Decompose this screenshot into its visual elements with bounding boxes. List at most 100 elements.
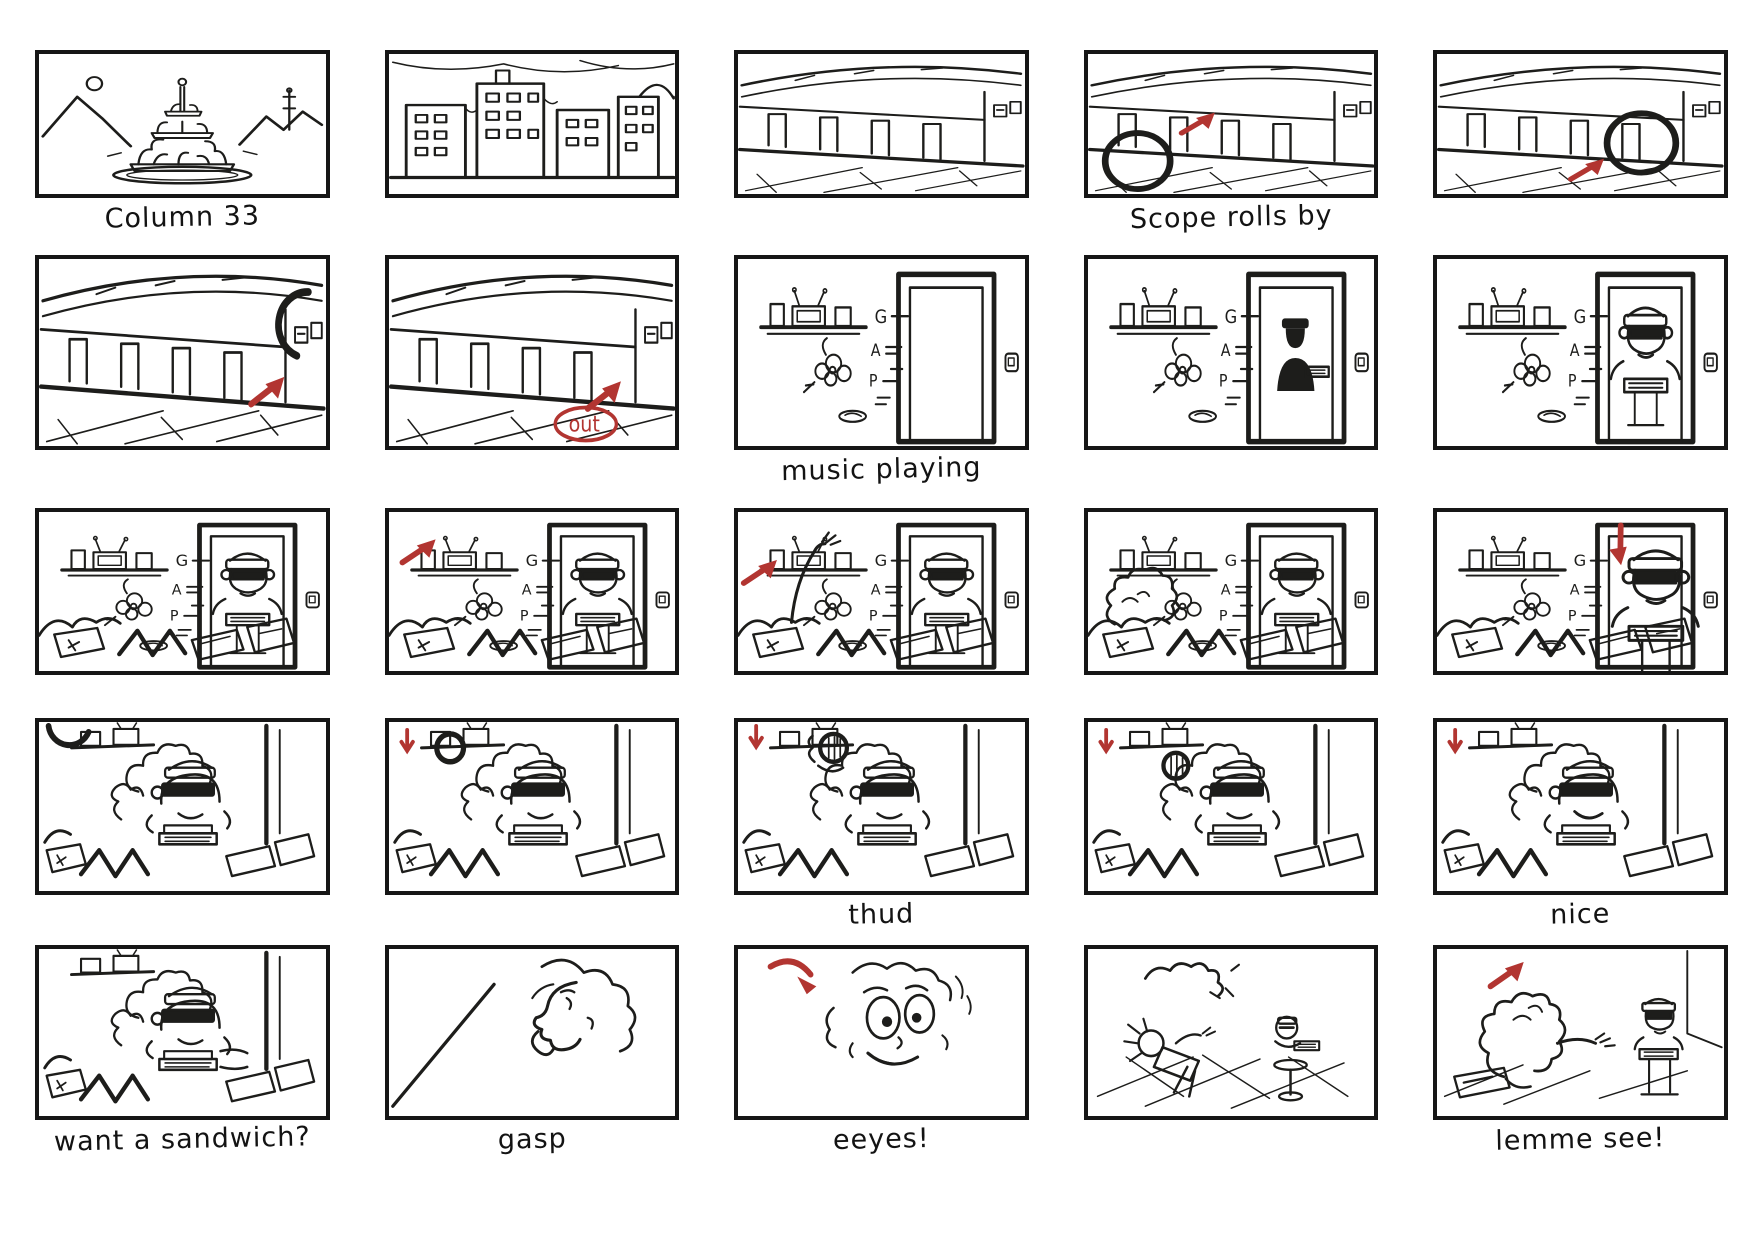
storyboard-panel-10 — [1433, 255, 1728, 450]
storyboard-panel-16 — [35, 718, 330, 895]
storyboard-panel-6 — [35, 255, 330, 450]
panel-caption: Column 33 — [104, 200, 261, 235]
panel-sketch-looks-at-object — [1088, 722, 1375, 891]
panel-sketch-character-at-door — [1437, 259, 1724, 446]
red-arrow-annotation — [1571, 159, 1603, 179]
storyboard-row-1: Column 33 — [35, 50, 1728, 235]
panel-sketch-closeup-object-falls — [389, 722, 676, 891]
panel-sketch-gasp-profile — [390, 958, 636, 1108]
red-curved-arrow-annotation — [767, 958, 817, 995]
magazine — [1453, 1066, 1512, 1099]
storyboard-panel-14 — [1083, 508, 1379, 675]
panel-caption: music playing — [781, 451, 982, 488]
panel-caption: want a sandwich? — [53, 1121, 311, 1158]
storyboard-row-2: out music playing — [35, 255, 1728, 487]
red-arrow-annotation — [251, 378, 283, 404]
scope-circle — [1604, 110, 1680, 176]
panel-caption — [389, 896, 676, 902]
panel-sketch-room-arrow-shelf — [389, 512, 676, 671]
red-arrow-annotation — [1491, 963, 1523, 987]
tile-floor — [1096, 1054, 1349, 1109]
round-object-partial — [45, 722, 92, 749]
storyboard-panel-13 — [734, 508, 1029, 675]
red-down-arrow-annotation — [1098, 727, 1114, 753]
panel-caption — [1088, 896, 1375, 902]
panel-sketch-lemme-see — [1444, 949, 1724, 1105]
panel-sketch-arm-reaches — [738, 512, 1025, 671]
panel-caption — [39, 451, 326, 457]
panel-caption: eeyes! — [832, 1122, 931, 1157]
panel-caption — [39, 896, 326, 902]
excited-face — [825, 961, 972, 1066]
panel-caption: thud — [848, 898, 915, 931]
panel-caption — [738, 199, 1025, 205]
panel-sketch-closeup-object-above — [39, 722, 326, 891]
storyboard-panel-4: Scope rolls by — [1083, 50, 1379, 235]
storyboard-panel-18: thud — [734, 718, 1029, 931]
panel-sketch-sits-up — [1088, 512, 1375, 671]
panel-caption: Scope rolls by — [1129, 199, 1333, 236]
svg-text:out: out — [568, 411, 599, 437]
storyboard-panel-25: lemme see! — [1433, 945, 1728, 1157]
panel-sketch-scope-rolls — [1087, 64, 1375, 194]
panel-sketch-wall-empty — [738, 64, 1025, 194]
storyboard-row-5: want a sandwich? gasp — [35, 945, 1728, 1158]
offering-arm — [219, 1048, 249, 1071]
room-corner — [1444, 949, 1724, 1105]
delivery-character-small — [1633, 997, 1685, 1096]
panel-sketch-smiles — [1437, 722, 1724, 891]
panel-sketch-room-couch — [39, 512, 326, 671]
fallen-person — [1123, 1017, 1216, 1098]
storyboard-panel-20: nice — [1433, 718, 1728, 931]
panel-sketch-scope-right — [1437, 64, 1724, 194]
storyboard-panel-8: music playing — [734, 255, 1029, 487]
fluffy-hair-figure — [1105, 566, 1178, 626]
table-character — [1272, 1015, 1321, 1102]
storyboard-panel-1: Column 33 — [35, 50, 330, 235]
panel-sketch-offers-sandwich — [39, 949, 326, 1116]
panel-caption — [389, 676, 676, 682]
storyboard-panel-15 — [1433, 508, 1728, 675]
scope-circle-partial — [275, 288, 312, 360]
panel-sketch-out-note: out — [389, 259, 676, 446]
storyboard-row-4: thud nice — [35, 718, 1728, 931]
panel-caption — [389, 451, 676, 457]
panel-caption — [1437, 451, 1724, 457]
panel-caption — [1088, 451, 1375, 457]
storyboard-panel-21: want a sandwich? — [35, 945, 330, 1158]
panel-caption — [1088, 676, 1375, 682]
mess-pile — [1143, 962, 1240, 1000]
panel-caption — [1088, 1121, 1375, 1127]
storyboard-panel-19 — [1083, 718, 1379, 895]
storyboard-panel-2 — [384, 50, 680, 198]
panel-sketch-hand-catches — [738, 722, 1025, 891]
panel-caption — [39, 676, 326, 682]
storyboard-panel-5 — [1433, 50, 1728, 198]
panel-sketch-scope-exits — [39, 259, 326, 446]
panel-sketch-big-eyes — [767, 958, 972, 1066]
scope-circle — [1101, 130, 1174, 192]
panel-sketch-floor-topdown — [1096, 962, 1349, 1109]
panel-sketch-doorway-empty — [738, 259, 1025, 446]
smile-stroke — [1573, 810, 1604, 820]
storyboard-panel-7: out — [384, 255, 680, 450]
panel-caption: gasp — [497, 1123, 567, 1156]
panel-caption: lemme see! — [1495, 1122, 1666, 1157]
panel-caption: nice — [1550, 898, 1612, 931]
panel-caption — [738, 676, 1025, 682]
panel-caption — [1437, 199, 1724, 205]
storyboard-panel-3 — [734, 50, 1029, 198]
storyboard-panel-22: gasp — [384, 945, 680, 1156]
storyboard-row-3 — [35, 508, 1728, 675]
panel-sketch-door-character-close — [1437, 512, 1724, 671]
round-object — [1161, 750, 1191, 781]
gasping-face — [390, 958, 636, 1108]
red-arrow-annotation — [744, 561, 776, 583]
reaching-arm — [790, 531, 842, 624]
red-down-arrow-annotation — [748, 723, 765, 749]
panel-caption — [1437, 676, 1724, 682]
storyboard-panel-17 — [384, 718, 680, 895]
red-out-annotation: out — [553, 405, 618, 443]
round-object — [433, 731, 466, 765]
